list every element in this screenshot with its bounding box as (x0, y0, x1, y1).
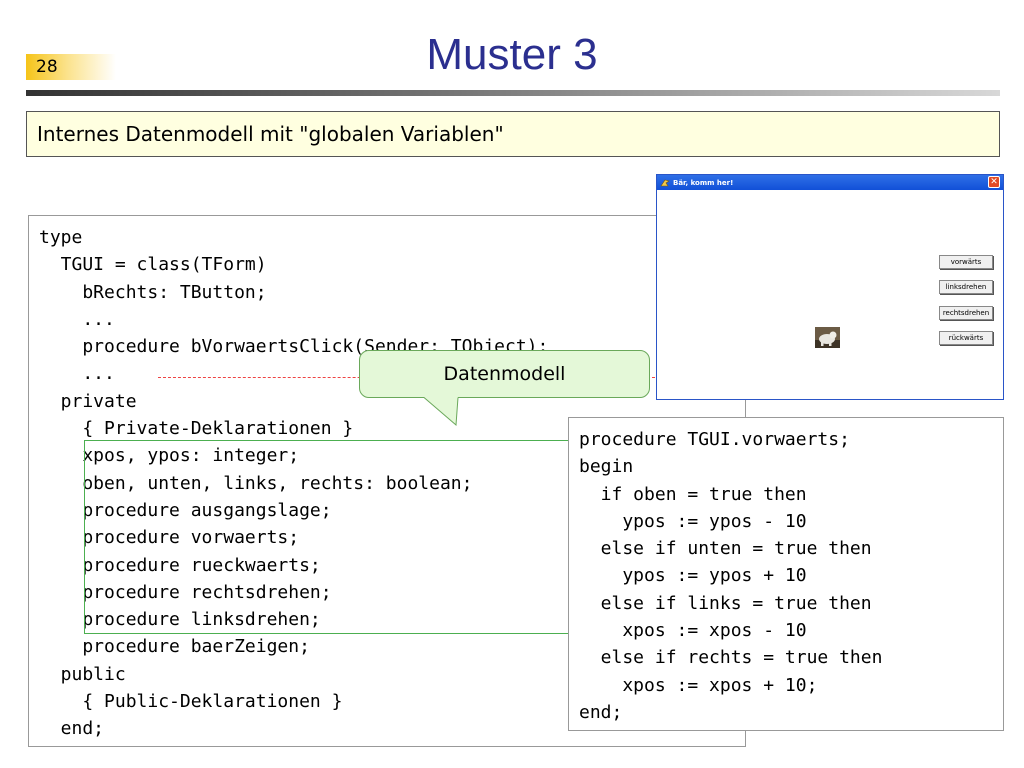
linksdrehen-button[interactable]: linksdrehen (939, 280, 993, 294)
code-line: begin (579, 456, 634, 478)
vorwaerts-procedure-code: procedure TGUI.vorwaerts; begin if oben … (568, 417, 1004, 731)
vorwaerts-button[interactable]: vorwärts (939, 255, 993, 269)
slide-title: Muster 3 (426, 30, 598, 79)
code-line: ypos := ypos + 10 (579, 565, 807, 587)
code-line: procedure rechtsdrehen; (39, 581, 332, 603)
app-window-screenshot: Bär, komm her! ✕ vorwärts linksdrehen re… (656, 174, 1004, 400)
code-line: xpos := xpos + 10; (579, 674, 818, 696)
code-line: if oben = true then (579, 483, 807, 505)
code-line: procedure ausgangslage; (39, 499, 332, 521)
callout-tail (423, 397, 459, 427)
title-divider (26, 90, 1000, 96)
app-window-title: Bär, komm her! (673, 178, 734, 187)
code-line: else if unten = true then (579, 538, 872, 560)
code-line: else if rechts = true then (579, 647, 883, 669)
code-line: { Public-Deklarationen } (39, 691, 343, 713)
code-line: procedure rueckwaerts; (39, 554, 321, 576)
code-line: TGUI = class(TForm) (39, 254, 267, 276)
close-button[interactable]: ✕ (988, 176, 1000, 188)
rueckwaerts-button[interactable]: rückwärts (939, 331, 993, 345)
app-titlebar[interactable]: Bär, komm her! ✕ (657, 175, 1003, 190)
data-model-callout: Datenmodell (359, 350, 650, 398)
code-line: end; (579, 701, 623, 723)
app-client-area: vorwärts linksdrehen rechtsdrehen rückwä… (657, 190, 1003, 399)
code-line: end; (39, 718, 105, 740)
code-line: ... (39, 363, 115, 385)
delphi-app-icon (660, 179, 670, 186)
code-line: procedure vorwaerts; (39, 527, 300, 549)
code-line: procedure baerZeigen; (39, 636, 310, 658)
code-line: procedure linksdrehen; (39, 609, 321, 631)
code-line: procedure TGUI.vorwaerts; (579, 429, 850, 450)
code-line: { Private-Deklarationen } (39, 418, 354, 440)
code-line: bRechts: TButton; (39, 281, 267, 303)
code-line: else if links = true then (579, 592, 872, 614)
code-line: private (39, 390, 137, 412)
bear-image (815, 327, 840, 348)
code-line: public (39, 663, 126, 685)
code-line: ... (39, 308, 115, 330)
code-line: xpos, ypos: integer; (39, 445, 300, 467)
rechtsdrehen-button[interactable]: rechtsdrehen (939, 306, 993, 320)
subtitle-box: Internes Datenmodell mit "globalen Varia… (26, 111, 1000, 157)
code-line: type (39, 227, 83, 248)
code-line: oben, unten, links, rechts: boolean; (39, 472, 473, 494)
code-line: xpos := xpos - 10 (579, 620, 807, 642)
page-number: 28 (26, 54, 116, 80)
code-line: ypos := ypos - 10 (579, 510, 807, 532)
